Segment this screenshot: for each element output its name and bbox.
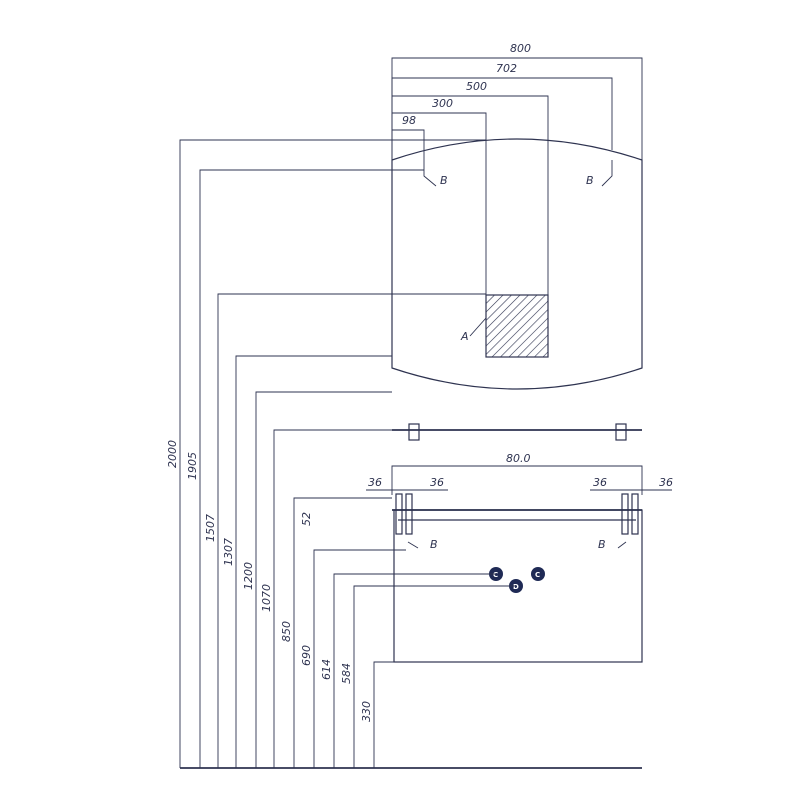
dim-v-52: 52 [300,512,313,526]
dim-top-98: 98 [402,114,416,127]
port-c-right: C [535,571,540,579]
port-d: D [513,583,519,591]
vertical-dimension-lines [179,139,516,768]
dim-v-1507: 1507 [204,514,217,542]
mirror [391,138,643,390]
dim-v-330: 330 [360,701,373,722]
label-b-cabinet-right: B [598,538,606,551]
dim-v-614: 614 [320,659,333,680]
top-dimension-lines [391,57,643,295]
dim-v-690: 690 [300,645,313,666]
hatched-panel [485,294,549,358]
dim-cabinet-width: 80.0 [506,452,531,465]
dim-v-1200: 1200 [242,562,255,590]
dim-v-1070: 1070 [260,584,273,612]
dim-v-1905: 1905 [186,452,199,480]
label-b-mirror-right: B [586,174,594,187]
dim-side-3: 36 [593,476,607,489]
dim-top-800: 800 [510,42,531,55]
cabinet [392,493,643,663]
dim-side-2: 36 [430,476,444,489]
label-b-mirror-left: B [440,174,448,187]
dim-v-584: 584 [340,663,353,684]
dim-top-300: 300 [432,97,453,110]
dim-side-4: 36 [659,476,673,489]
port-c-left: C [493,571,498,579]
dim-v-2000: 2000 [166,440,179,468]
label-b-cabinet-left: B [430,538,438,551]
dim-v-1307: 1307 [222,538,235,566]
label-a: A [460,330,469,343]
cabinet-dimension-lines [366,465,672,495]
dim-v-850: 850 [280,621,293,642]
dim-top-500: 500 [466,80,487,93]
dim-side-1: 36 [368,476,382,489]
dim-top-702: 702 [496,62,517,75]
shelf [392,423,642,441]
